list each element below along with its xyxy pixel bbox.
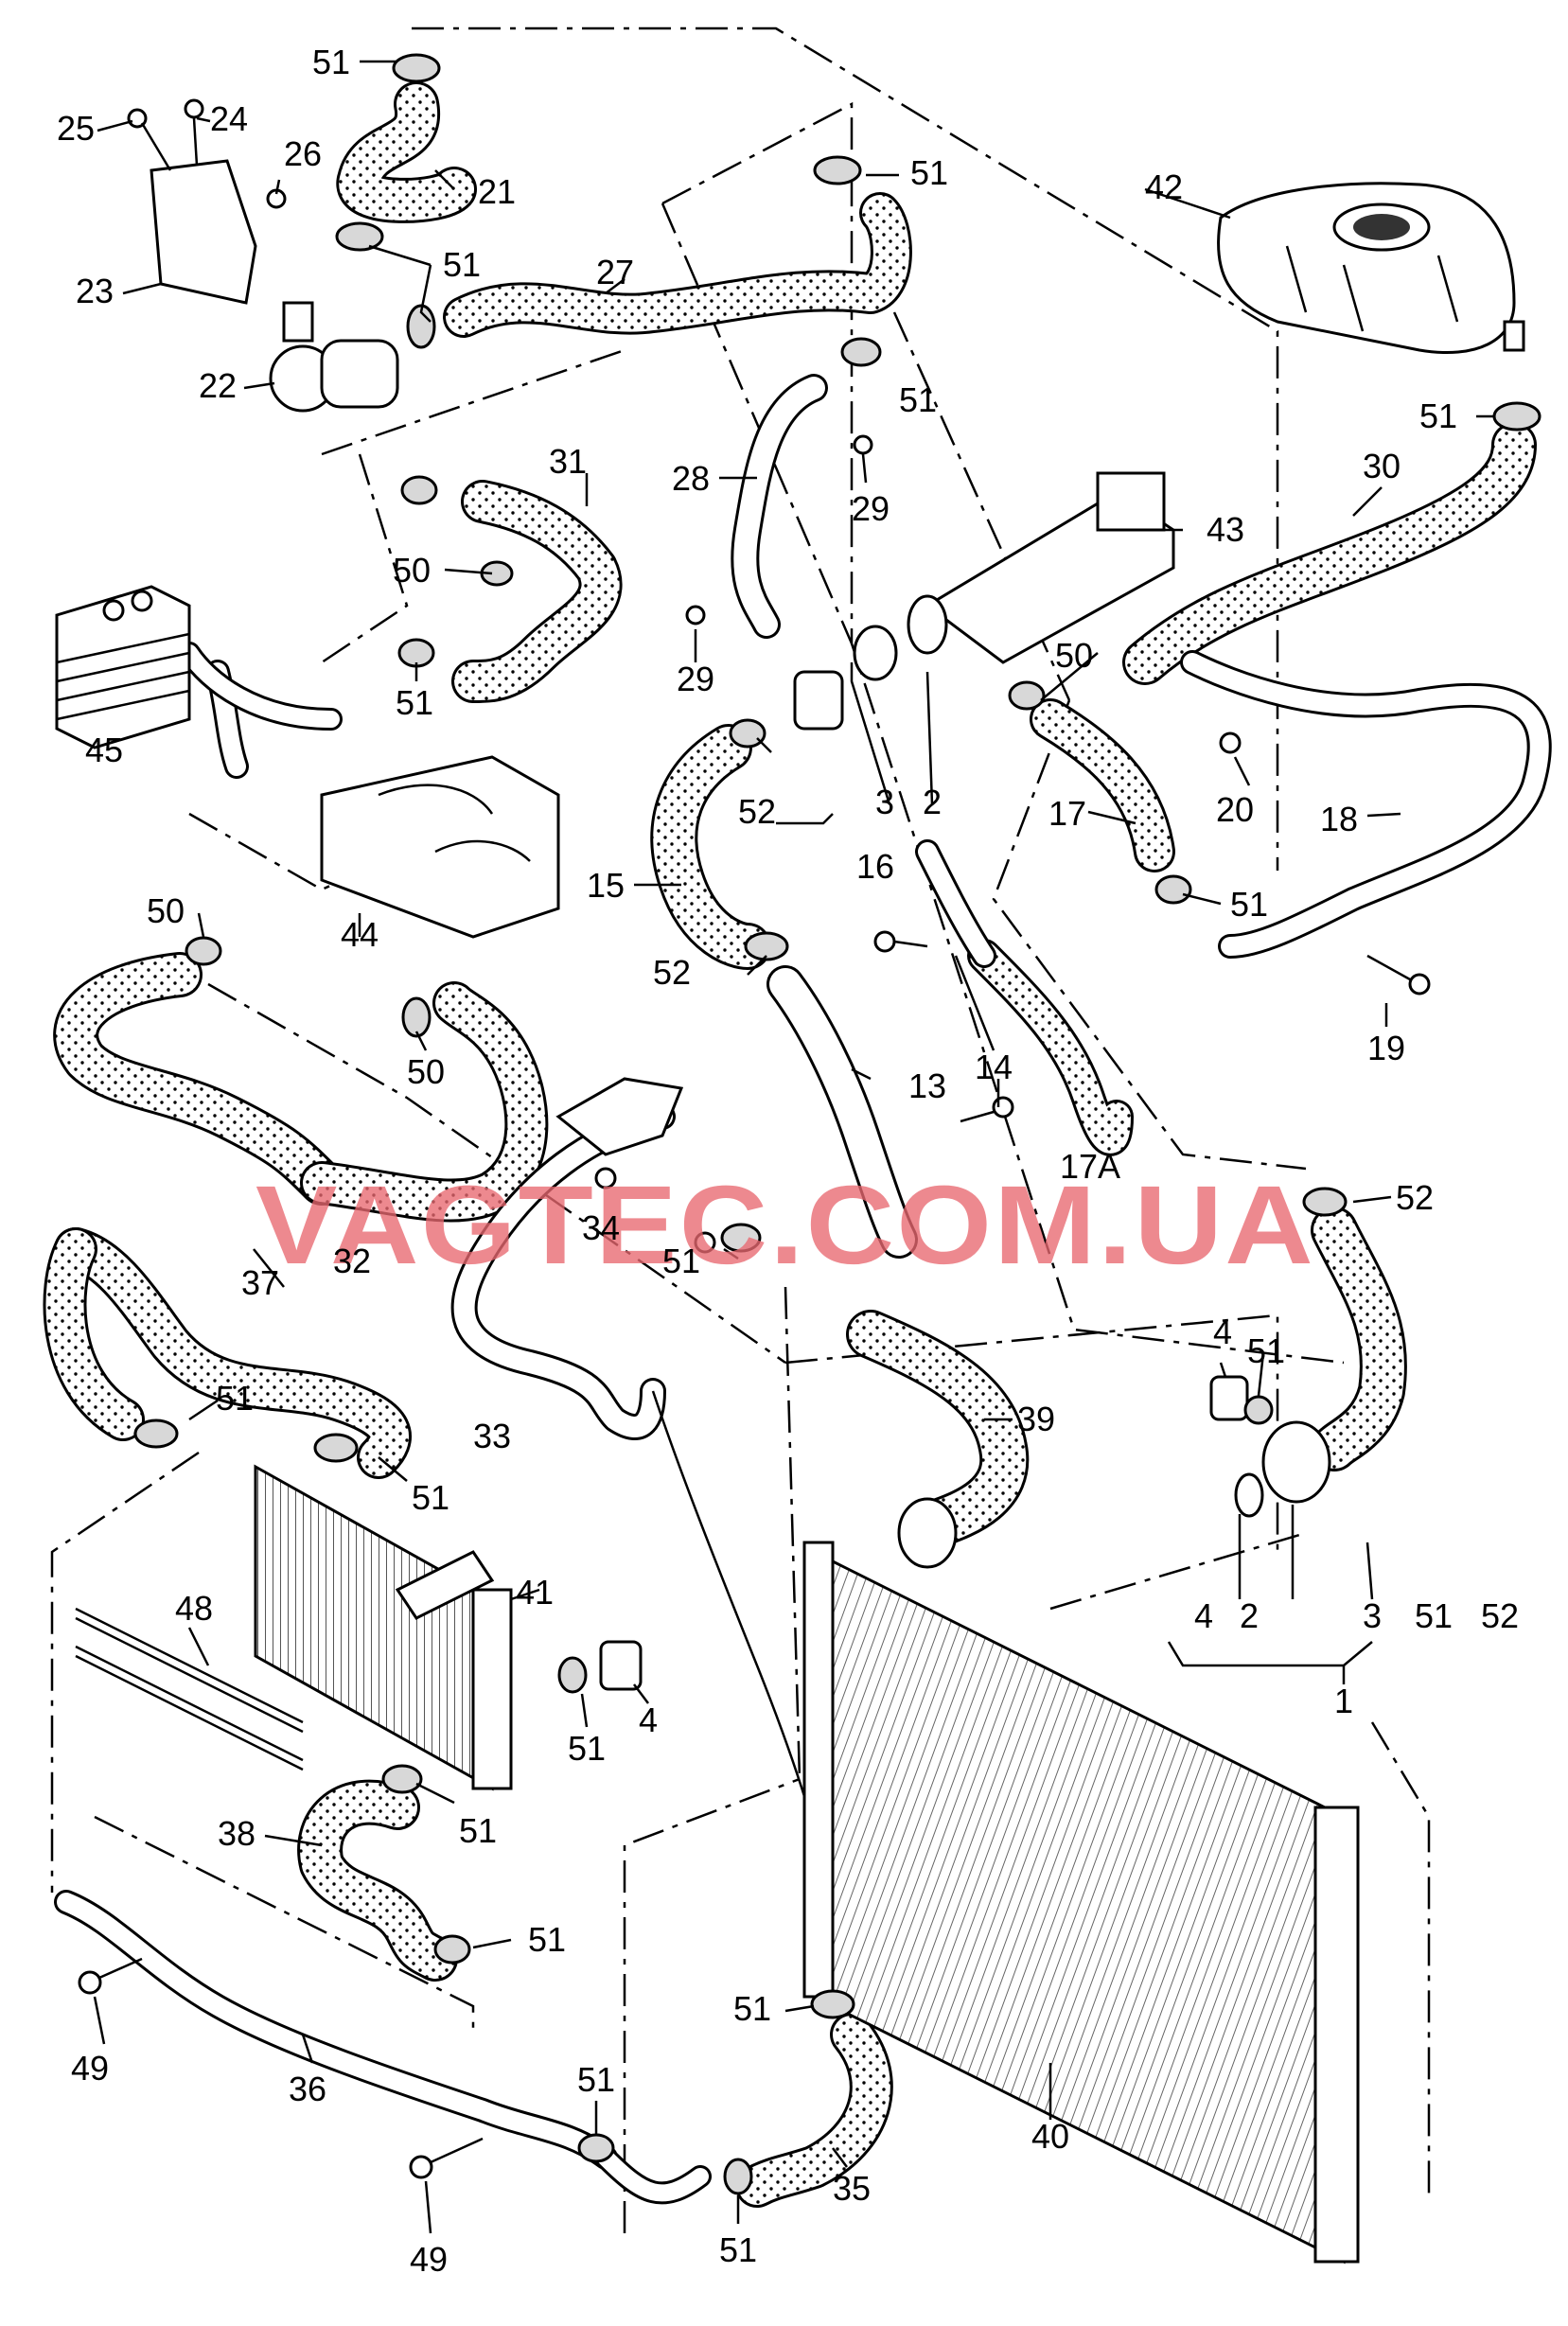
label-50: 50 (407, 1052, 445, 1091)
label-51: 51 (396, 683, 433, 722)
label-4: 4 (1194, 1596, 1213, 1635)
label-51: 51 (662, 1242, 700, 1280)
label-49: 49 (71, 2049, 109, 2088)
label-51: 51 (528, 1920, 566, 1959)
watermark: VAGTEC.COM.UA (255, 1163, 1315, 1288)
label-52: 52 (1396, 1178, 1434, 1217)
leader-lines (93, 60, 1495, 2234)
label-51: 51 (577, 2060, 615, 2099)
part-labels: 51 25 24 26 21 51 42 51 27 23 22 51 51 3… (57, 43, 1519, 2279)
label-45: 45 (85, 731, 123, 769)
label-51: 51 (1415, 1596, 1453, 1635)
main-radiator (812, 1549, 1346, 2264)
label-51: 51 (568, 1729, 606, 1768)
label-26: 26 (284, 134, 322, 173)
bolts (78, 98, 1431, 2179)
label-51: 51 (910, 153, 948, 192)
label-51: 51 (1230, 885, 1268, 924)
label-51: 51 (1247, 1331, 1285, 1370)
label-51: 51 (1419, 396, 1457, 435)
label-51: 51 (216, 1379, 254, 1418)
label-52: 52 (1481, 1596, 1519, 1635)
rigid-pipes (54, 374, 1552, 2205)
label-29: 29 (852, 489, 890, 528)
heater-valve (925, 490, 1175, 664)
label-49: 49 (410, 2240, 448, 2279)
label-4: 4 (639, 1700, 658, 1739)
label-39: 39 (1017, 1400, 1055, 1438)
label-28: 28 (672, 459, 710, 498)
label-52: 52 (738, 792, 776, 831)
label-16: 16 (856, 847, 894, 886)
label-23: 23 (76, 272, 114, 310)
heat-exchanger (320, 755, 560, 939)
label-19: 19 (1367, 1029, 1405, 1067)
label-2: 2 (923, 783, 942, 821)
label-13: 13 (908, 1066, 946, 1105)
auxiliary-radiator (254, 1464, 494, 1791)
label-36: 36 (289, 2070, 326, 2108)
label-18: 18 (1320, 800, 1358, 838)
label-50: 50 (147, 891, 185, 930)
label-42: 42 (1145, 167, 1183, 206)
label-2: 2 (1240, 1596, 1259, 1635)
label-34: 34 (582, 1208, 620, 1247)
label-17A: 17A (1060, 1147, 1120, 1186)
label-15: 15 (587, 866, 625, 905)
label-51: 51 (733, 1989, 771, 2028)
label-22: 22 (199, 366, 237, 405)
label-37: 37 (241, 1263, 279, 1302)
label-52: 52 (653, 953, 691, 992)
label-51: 51 (412, 1478, 449, 1517)
label-3: 3 (875, 783, 894, 821)
label-50: 50 (393, 551, 431, 590)
label-30: 30 (1363, 447, 1401, 485)
label-17: 17 (1048, 794, 1086, 833)
label-32: 32 (333, 1242, 371, 1280)
clamps (133, 53, 1542, 2195)
label-51: 51 (899, 380, 937, 419)
label-3: 3 (1363, 1596, 1382, 1635)
label-25: 25 (57, 109, 95, 148)
label-4: 4 (1213, 1313, 1232, 1351)
label-14: 14 (975, 1048, 1013, 1086)
label-33: 33 (473, 1417, 511, 1455)
label-35: 35 (833, 2169, 871, 2208)
label-1: 1 (1334, 1682, 1353, 1720)
label-24: 24 (210, 99, 248, 138)
label-43: 43 (1207, 510, 1244, 549)
label-38: 38 (218, 1814, 255, 1853)
label-40: 40 (1031, 2117, 1069, 2156)
hoses (43, 81, 1537, 2208)
label-29: 29 (677, 660, 714, 698)
label-51: 51 (443, 245, 481, 284)
label-51: 51 (459, 1811, 497, 1850)
label-44: 44 (341, 915, 379, 954)
label-48: 48 (175, 1589, 213, 1628)
label-51: 51 (312, 43, 350, 81)
label-41: 41 (516, 1573, 554, 1612)
label-27: 27 (596, 253, 634, 291)
components (55, 53, 1542, 2264)
label-51: 51 (719, 2230, 757, 2269)
label-20: 20 (1216, 790, 1254, 829)
label-21: 21 (478, 172, 516, 211)
label-31: 31 (549, 442, 587, 481)
label-50: 50 (1055, 636, 1093, 675)
expansion-tank (1217, 182, 1516, 355)
